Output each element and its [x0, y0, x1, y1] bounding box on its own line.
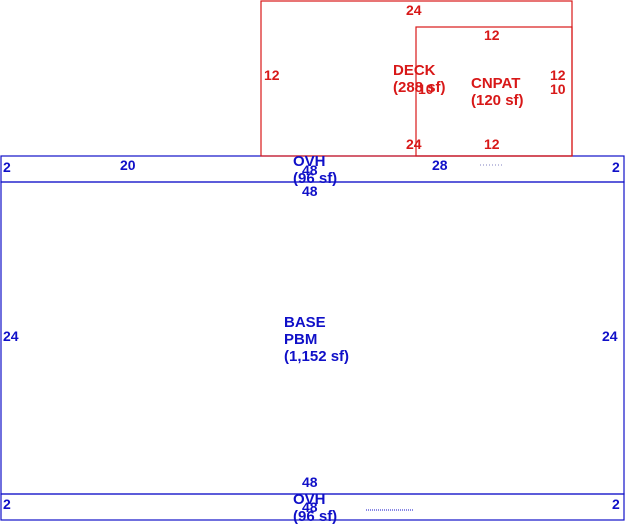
deck-code: DECK [393, 62, 436, 79]
ovh-bottom-outline [0, 493, 625, 521]
dim-ovh-bot-right: 2 [612, 496, 620, 512]
cnpat-area: (120 sf) [471, 92, 524, 109]
dim-cnpat-right-b: 10 [550, 81, 566, 97]
dim-deck-top: 24 [406, 2, 422, 18]
dim-ovh-top-overlap: 48 [302, 162, 318, 178]
dim-cnpat-bottom: 12 [484, 136, 500, 152]
ovh-bottom-area: (96 sf) [293, 508, 338, 525]
deck-area: (288 sf) [393, 79, 446, 96]
dim-base-left: 24 [3, 328, 19, 344]
dim-base-top: 48 [302, 183, 318, 199]
dim-base-right: 24 [602, 328, 618, 344]
dim-deck-left: 12 [264, 67, 280, 83]
dim-cnpat-top: 12 [484, 27, 500, 43]
dim-ovh-top-left: 2 [3, 159, 11, 175]
cnpat-outline [415, 26, 573, 157]
dim-cnpat-right-a: 12 [550, 67, 566, 83]
dim-deck-inner: 10 [418, 81, 434, 97]
dim-ovh-top-right: 2 [612, 159, 620, 175]
dim-base-bottom: 48 [302, 474, 318, 490]
ovh-top-area: (96 sf) [293, 170, 338, 187]
ovh-top-code: OVH [293, 153, 326, 170]
cnpat-code: CNPAT [471, 75, 521, 92]
ovh-bottom-code: OVH [293, 491, 326, 508]
dim-ovh-top-seg-left: 20 [120, 157, 136, 173]
base-code: BASE [284, 314, 326, 331]
base-area: (1,152 sf) [284, 348, 350, 365]
dim-ovh-bot-left: 2 [3, 496, 11, 512]
dim-ovh-top-seg-right: 28 [432, 157, 448, 173]
dim-deck-bottom: 24 [406, 136, 422, 152]
base-subcode: PBM [284, 331, 318, 348]
dim-ovh-bot-overlap: 48 [302, 499, 318, 515]
